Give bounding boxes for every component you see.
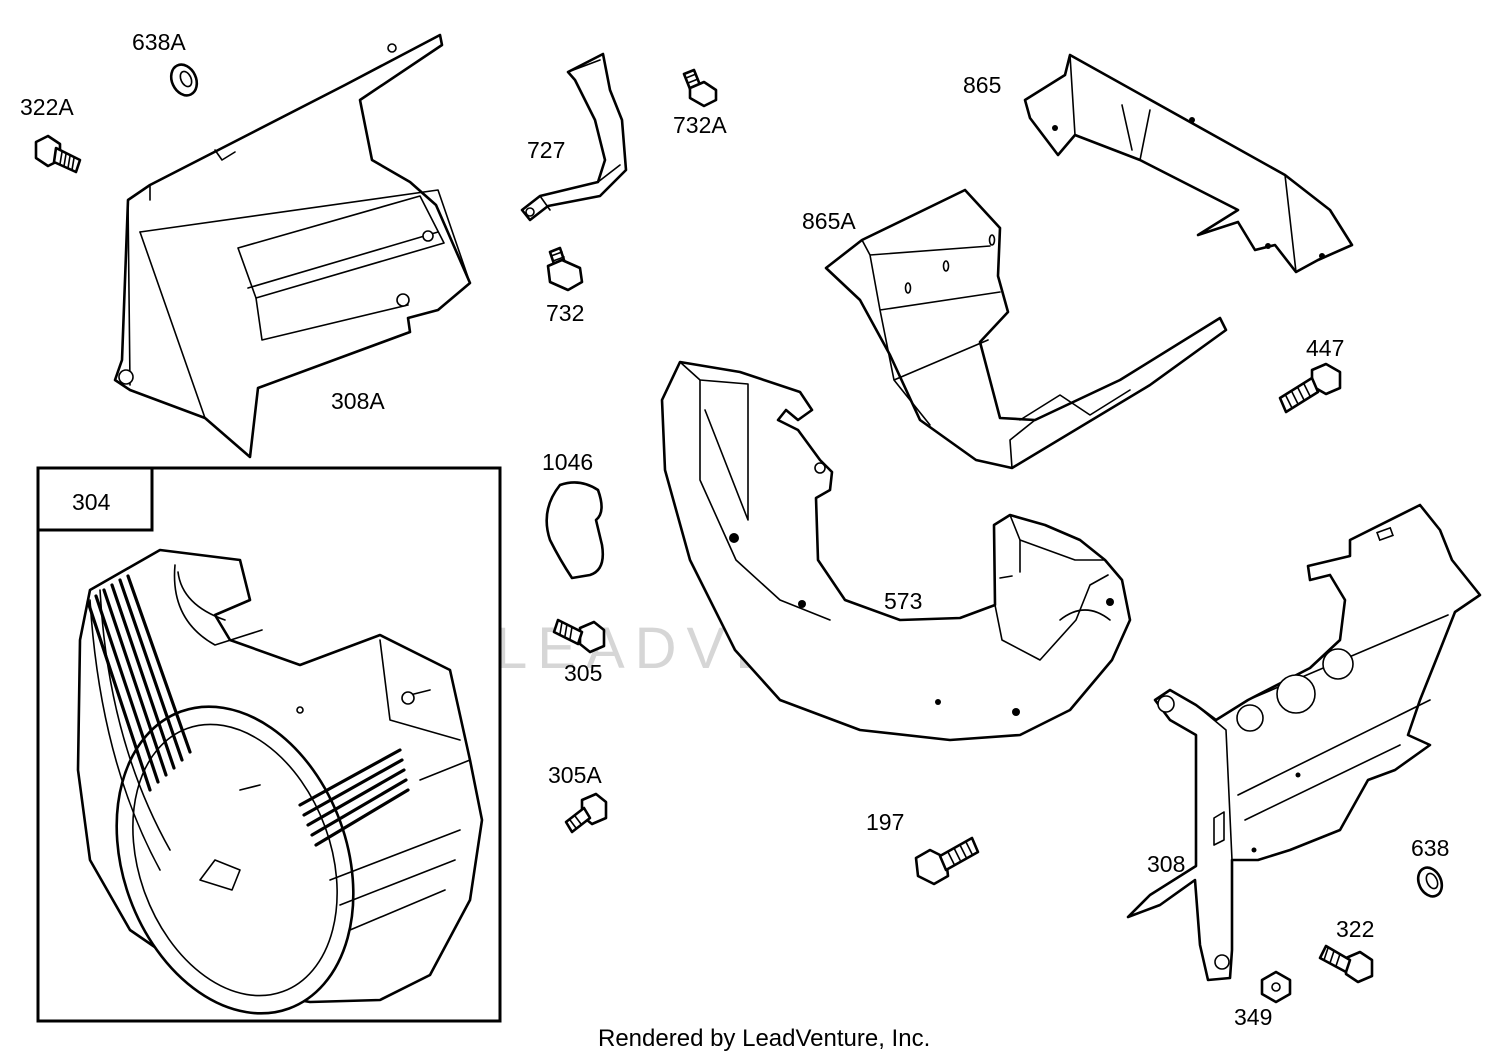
label-304: 304 — [72, 489, 111, 515]
part-1046-seal[interactable] — [545, 481, 605, 580]
label-865: 865 — [963, 72, 1001, 98]
part-197-bolt[interactable] — [914, 836, 980, 886]
part-447-bolt[interactable] — [1278, 362, 1342, 414]
part-349-nut[interactable] — [1260, 970, 1292, 1004]
part-305-bolt[interactable] — [552, 618, 606, 654]
part-573-baffle[interactable] — [660, 360, 1132, 742]
part-322-bolt[interactable] — [1318, 944, 1374, 984]
footer-credit: Rendered by LeadVenture, Inc. — [598, 1025, 930, 1052]
label-573: 573 — [884, 588, 922, 614]
label-447: 447 — [1306, 335, 1344, 361]
part-305A-bolt[interactable] — [564, 792, 608, 834]
part-865A-cover[interactable] — [824, 188, 1228, 470]
part-865-frame[interactable] — [1023, 53, 1354, 274]
part-638-washer[interactable] — [1414, 864, 1447, 900]
label-349: 349 — [1234, 1004, 1272, 1030]
label-732A: 732A — [673, 112, 727, 138]
label-308: 308 — [1147, 851, 1185, 877]
label-732: 732 — [546, 300, 584, 326]
label-1046: 1046 — [542, 449, 593, 475]
label-322: 322 — [1336, 916, 1374, 942]
label-305: 305 — [564, 660, 602, 686]
part-732A-screw[interactable] — [682, 68, 718, 108]
label-308A: 308A — [331, 388, 385, 414]
part-638A-washer[interactable] — [166, 60, 201, 99]
part-732-screw[interactable] — [546, 246, 584, 292]
part-308-bracket[interactable] — [1126, 503, 1482, 982]
label-197: 197 — [866, 809, 904, 835]
part-304-blower-housing[interactable] — [76, 548, 484, 1047]
part-727-bracket[interactable] — [520, 52, 628, 222]
label-727: 727 — [527, 137, 565, 163]
part-322A-bolt[interactable] — [34, 134, 82, 174]
part-308A-shroud[interactable] — [113, 33, 472, 459]
label-865A: 865A — [802, 208, 856, 234]
label-322A: 322A — [20, 94, 74, 120]
inset-304-box[interactable]: 304 — [36, 466, 502, 1023]
label-638: 638 — [1411, 835, 1449, 861]
label-638A: 638A — [132, 29, 186, 55]
label-305A: 305A — [548, 762, 602, 788]
